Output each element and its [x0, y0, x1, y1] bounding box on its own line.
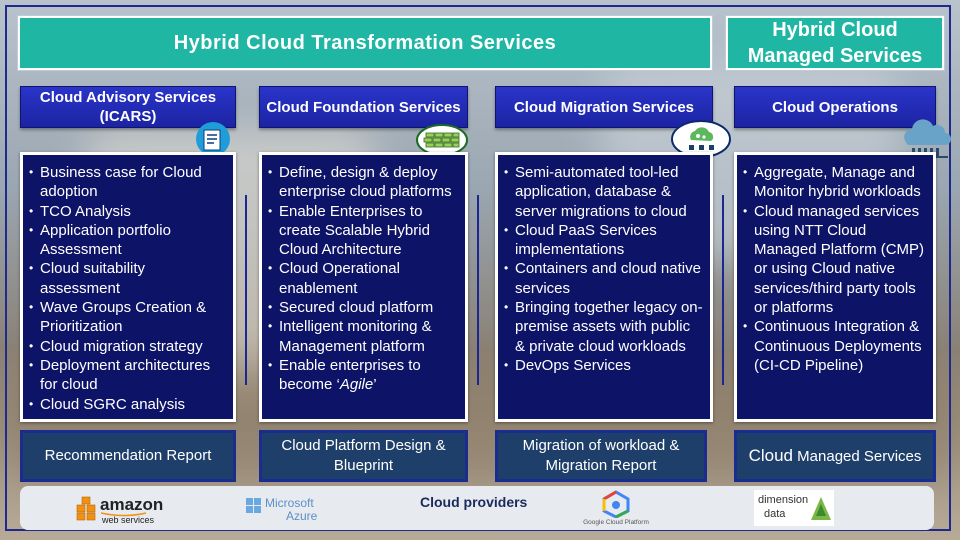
advisory-list: Business case for Cloud adoption TCO Ana… — [29, 163, 227, 414]
divider-line — [245, 195, 247, 385]
migration-panel: Semi-automated tool-led application, dat… — [495, 152, 724, 422]
migration-outcome: Migration of workload & Migration Report — [495, 430, 707, 482]
list-item: Bringing together legacy on-premise asse… — [504, 298, 704, 356]
list-item: Cloud suitability assessment — [29, 259, 227, 298]
list-item: Containers and cloud native services — [504, 259, 704, 298]
foundation-panel: Define, design & deploy enterprise cloud… — [259, 152, 479, 422]
list-item: Wave Groups Creation & Prioritization — [29, 298, 227, 337]
list-item: Enable Enterprises to create Scalable Hy… — [268, 202, 459, 260]
aws-cubes-icon — [76, 496, 96, 521]
foundation-header: Cloud Foundation Services — [259, 86, 468, 128]
advisory-panel: Business case for Cloud adoption TCO Ana… — [20, 152, 247, 422]
list-item: Secured cloud platform — [268, 298, 459, 318]
operations-header: Cloud Operations — [734, 86, 936, 128]
foundation-outcome: Cloud Platform Design & Blueprint — [259, 430, 468, 482]
divider-line — [477, 195, 479, 385]
list-item: Define, design & deploy enterprise cloud… — [268, 163, 459, 202]
dimension-data-logo: dimension data — [754, 490, 834, 526]
list-item: Cloud migration strategy — [29, 337, 227, 357]
dimension-name: dimension — [758, 494, 809, 506]
azure-logo: Microsoft Azure — [246, 494, 336, 526]
operations-outcome: Cloud Managed Services — [734, 430, 936, 482]
aws-logo: amazon web services — [76, 490, 166, 526]
windows-icon — [246, 498, 261, 513]
list-item: Aggregate, Manage and Monitor hybrid wor… — [743, 163, 927, 202]
google-cloud-label: Google Cloud Platform — [583, 519, 649, 526]
google-cloud-logo: Google Cloud Platform — [576, 490, 656, 528]
operations-outcome-text: Cloud Managed Services — [748, 445, 922, 465]
dimension-tree-icon — [811, 497, 831, 520]
migration-header: Cloud Migration Services — [495, 86, 713, 128]
list-item: Enable enterprises to become ‘Agile’ — [268, 356, 459, 395]
managed-services-banner: Hybrid Cloud Managed Services — [726, 16, 944, 70]
list-item: Continuous Integration & Continuous Depl… — [743, 317, 927, 375]
google-cloud-icon — [602, 490, 630, 518]
operations-list: Aggregate, Manage and Monitor hybrid wor… — [743, 163, 927, 375]
list-item: DevOps Services — [504, 356, 704, 376]
document-cloud-icon — [196, 122, 230, 156]
list-item: Semi-automated tool-led application, dat… — [504, 163, 704, 221]
azure-sub: Azure — [286, 509, 318, 523]
advisory-header: Cloud Advisory Services (ICARS) — [20, 86, 236, 128]
cloud-providers-bar: amazon web services Microsoft Azure Clou… — [20, 486, 934, 530]
list-item: Deployment architectures for cloud — [29, 356, 227, 395]
list-item: Cloud PaaS Services implementations — [504, 221, 704, 260]
list-item: Application portfolio Assessment — [29, 221, 227, 260]
divider-line — [722, 195, 724, 385]
aws-sub: web services — [102, 515, 155, 525]
cloud-gears-icon — [671, 120, 731, 158]
dimension-sub: data — [764, 508, 786, 520]
operations-panel: Aggregate, Manage and Monitor hybrid wor… — [734, 152, 936, 422]
agile-emphasis: Agile — [339, 376, 374, 394]
slide-frame — [5, 5, 951, 531]
transformation-banner: Hybrid Cloud Transformation Services — [18, 16, 712, 70]
list-item: TCO Analysis — [29, 202, 227, 222]
list-item: Intelligent monitoring & Management plat… — [268, 317, 459, 356]
azure-name: Microsoft — [265, 496, 314, 510]
cloud-providers-label: Cloud providers — [420, 494, 528, 510]
brick-wall-icon — [416, 124, 468, 156]
aws-name: amazon — [100, 495, 164, 514]
advisory-outcome: Recommendation Report — [20, 430, 236, 482]
list-item: Business case for Cloud adoption — [29, 163, 227, 202]
aws-smile-icon — [100, 512, 147, 517]
migration-list: Semi-automated tool-led application, dat… — [504, 163, 704, 376]
foundation-list: Define, design & deploy enterprise cloud… — [268, 163, 459, 395]
list-item: Cloud Operational enablement — [268, 259, 459, 298]
list-item: Cloud SGRC analysis — [29, 395, 227, 415]
list-item: Cloud managed services using NTT Cloud M… — [743, 202, 927, 318]
